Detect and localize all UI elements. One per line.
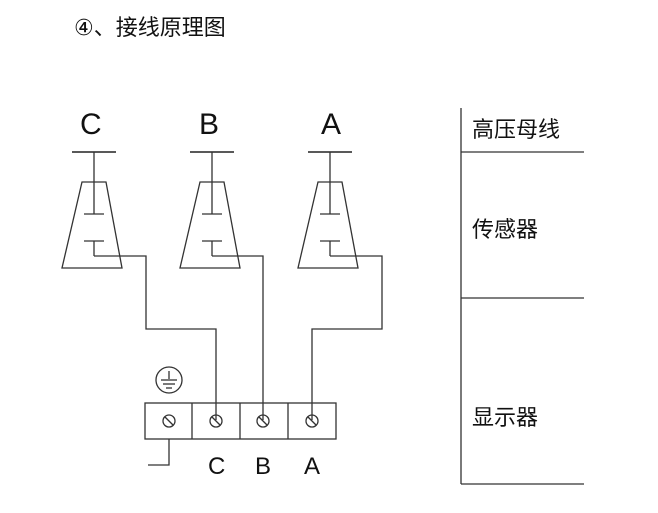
side-legend: 高压母线 传感器 显示器 <box>460 108 584 485</box>
sensor-c <box>61 151 217 420</box>
phase-label-c: C <box>80 108 102 141</box>
page-title: ④、接线原理图 <box>74 16 226 41</box>
sensor-b <box>179 151 264 420</box>
phase-label-b: B <box>199 108 219 141</box>
legend-label-sensor: 传感器 <box>472 218 538 243</box>
legend-label-busbar: 高压母线 <box>472 118 560 143</box>
terminal-screw-icon <box>162 414 176 428</box>
ground-symbol-icon <box>155 366 183 394</box>
phase-label-a: A <box>321 108 341 141</box>
wire-a <box>311 255 383 420</box>
terminal-label-b: B <box>255 453 271 480</box>
sensor-body-b <box>179 181 241 269</box>
wire-c <box>94 255 217 420</box>
ground-lead <box>148 439 170 466</box>
terminal-label-c: C <box>208 453 225 480</box>
terminal-block <box>144 402 337 440</box>
sensor-a <box>297 151 383 420</box>
sensor-body-c <box>61 181 123 269</box>
terminal-screw-icon <box>209 414 223 428</box>
wire-b <box>212 255 264 420</box>
terminal-screw-icon <box>256 414 270 428</box>
terminal-label-a: A <box>304 453 320 480</box>
legend-label-display: 显示器 <box>472 406 538 431</box>
terminal-screw-icon <box>305 414 319 428</box>
sensor-body-a <box>297 181 359 269</box>
